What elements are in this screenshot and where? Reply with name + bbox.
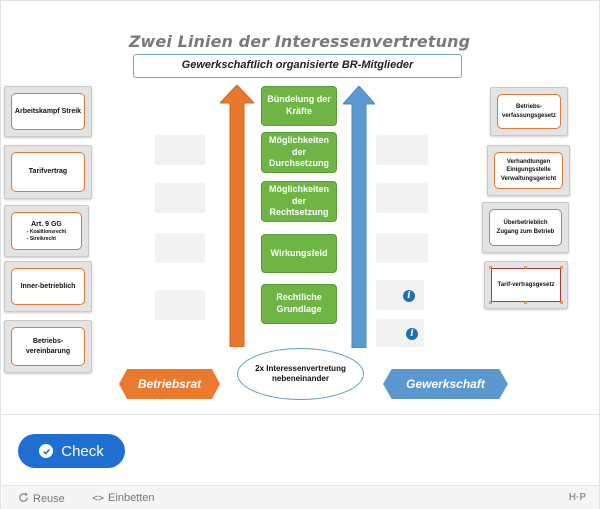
h5p-footer: Reuse <> Einbetten H·P xyxy=(2,485,599,509)
check-button[interactable]: Check xyxy=(18,434,125,468)
diagram-title: Zwei Linien der Interessenvertretung xyxy=(128,32,471,51)
card-sub-item: - Streikrecht xyxy=(26,235,56,242)
info-icon[interactable]: i xyxy=(406,328,418,340)
card-label: Inner-betrieblich xyxy=(11,268,85,305)
drop-zone-right-1[interactable] xyxy=(376,135,428,165)
card-label: Tarif-vertragsgesetz xyxy=(491,268,561,302)
check-button-label: Check xyxy=(61,442,104,460)
drop-zone-right-4[interactable]: i xyxy=(376,280,424,310)
center-box-wirkungsfeld: Wirkungsfeld xyxy=(261,234,337,273)
embed-label: Einbetten xyxy=(108,492,155,504)
drop-zone-left-4[interactable] xyxy=(155,290,205,320)
card-label: Arbeitskampf Streik xyxy=(11,93,85,130)
banner-gewerkschaft: Gewerkschaft xyxy=(383,369,508,399)
draggable-card-betriebsvereinbarung[interactable]: Betriebs-vereinbarung xyxy=(4,320,92,373)
check-circle-icon xyxy=(39,444,54,458)
resize-handle[interactable] xyxy=(560,301,563,304)
draggable-card-tarifvertragsgesetz[interactable]: Tarif-vertragsgesetz xyxy=(484,261,568,309)
draggable-card-verhandlungen[interactable]: Verhandlungen Einigungsstelle Verwaltung… xyxy=(487,145,570,196)
draggable-card-arbeitskampf[interactable]: Arbeitskampf Streik xyxy=(4,86,92,137)
resize-handle[interactable] xyxy=(560,266,563,269)
reuse-icon xyxy=(18,492,29,506)
orange-arrow xyxy=(220,85,254,347)
resize-handle[interactable] xyxy=(489,266,492,269)
card-label: Art. 9 GG xyxy=(31,220,62,228)
card-sub-list: - Koalitionsrecht - Streikrecht xyxy=(27,229,66,243)
drop-zone-right-2[interactable] xyxy=(376,183,428,213)
drop-zone-left-1[interactable] xyxy=(155,135,205,165)
card-label: Tarifvertrag xyxy=(11,152,85,192)
card-sub-item: - Koalitionsrecht xyxy=(26,228,67,235)
resize-handle[interactable] xyxy=(524,301,527,304)
drop-zone-right-5[interactable]: i xyxy=(376,319,424,347)
info-icon[interactable]: i xyxy=(403,290,415,302)
reuse-label: Reuse xyxy=(33,493,65,505)
draggable-card-betriebsverfassungsgesetz[interactable]: Betriebs-verfassungsgesetz xyxy=(490,87,568,136)
card-label: Verhandlungen Einigungsstelle Verwaltung… xyxy=(494,152,563,189)
center-box-rechtsetzung: Möglichkeiten der Rechtsetzung xyxy=(261,181,337,222)
draggable-card-ueberbetrieblich[interactable]: Überbetrieblich Zugang zum Betrieb xyxy=(482,202,569,253)
draggable-card-art9gg[interactable]: Art. 9 GG - Koalitionsrecht - Streikrech… xyxy=(4,205,89,257)
card-label: Betriebs-verfassungsgesetz xyxy=(497,94,561,129)
diagram-subtitle: Gewerkschaftlich organisierte BR-Mitglie… xyxy=(133,54,462,78)
center-box-durchsetzung: Möglichkeiten der Durchsetzung xyxy=(261,132,337,173)
banner-betriebsrat: Betriebsrat xyxy=(119,369,220,399)
draggable-card-tarifvertrag[interactable]: Tarifvertrag xyxy=(4,145,92,199)
resize-handle[interactable] xyxy=(524,266,527,269)
drag-and-drop-stage: Zwei Linien der Interessenvertretung Gew… xyxy=(2,2,599,414)
center-box-buendelung: Bündelung der Kräfte xyxy=(261,86,337,126)
card-content: Art. 9 GG - Koalitionsrecht - Streikrech… xyxy=(11,212,82,250)
center-ellipse: 2x Interessenvertretung nebeneinander xyxy=(237,348,364,400)
h5p-logo: H·P xyxy=(568,492,586,503)
drop-zone-left-2[interactable] xyxy=(155,183,205,213)
embed-icon: <> xyxy=(92,492,105,504)
center-box-grundlage: Rechtliche Grundlage xyxy=(261,284,337,324)
blue-arrow xyxy=(343,86,375,348)
reuse-link[interactable]: Reuse xyxy=(18,492,65,506)
separator xyxy=(2,414,599,415)
draggable-card-innerbetrieblich[interactable]: Inner-betrieblich xyxy=(4,261,92,312)
resize-handle[interactable] xyxy=(489,301,492,304)
embed-link[interactable]: <> Einbetten xyxy=(92,492,155,504)
card-label: Betriebs-vereinbarung xyxy=(11,327,85,366)
card-label: Überbetrieblich Zugang zum Betrieb xyxy=(489,209,562,246)
drop-zone-right-3[interactable] xyxy=(376,233,428,263)
drop-zone-left-3[interactable] xyxy=(155,233,205,263)
